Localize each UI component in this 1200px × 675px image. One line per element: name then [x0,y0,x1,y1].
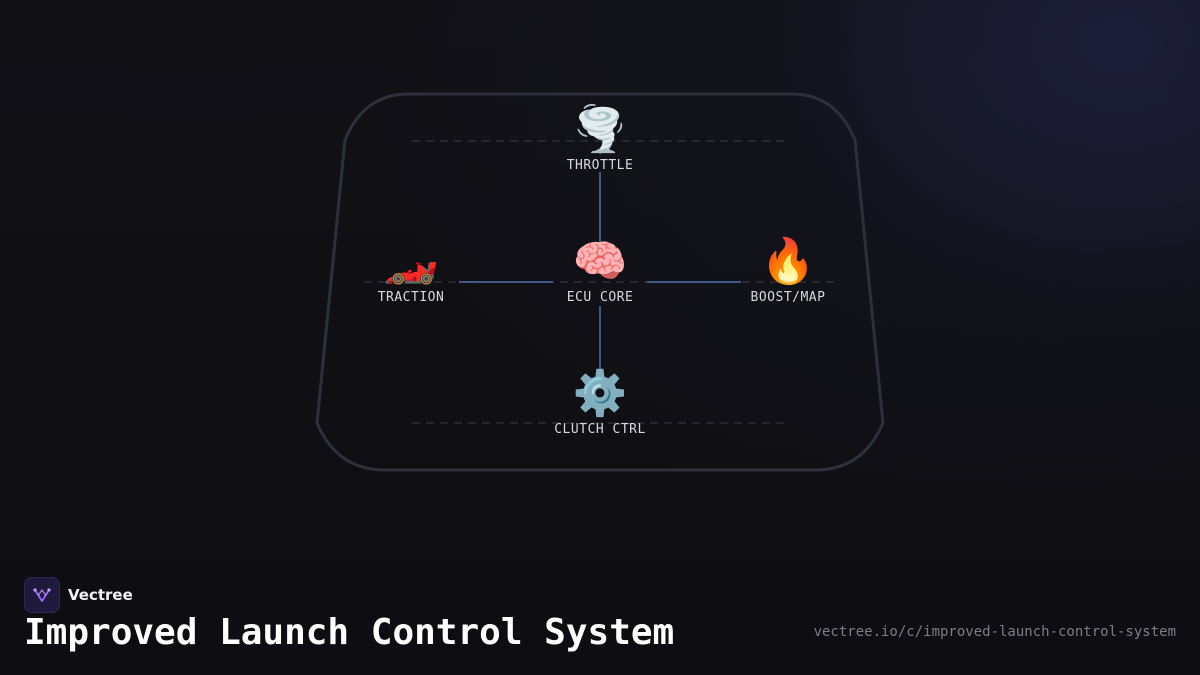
vectree-logo-icon [24,577,60,613]
node-label-throttle: THROTTLE [566,158,634,173]
node-throttle: 🌪️ THROTTLE [530,104,670,173]
brand-name: Vectree [68,586,133,604]
brand[interactable]: Vectree [24,577,133,613]
board-outline [315,92,885,472]
node-label-traction: TRACTION [377,290,445,305]
node-boost-map: 🔥 BOOST/MAP [718,236,858,305]
page-url[interactable]: vectree.io/c/improved-launch-control-sys… [813,624,1176,640]
page-title: Improved Launch Control System [24,612,675,653]
gear-icon: ⚙️ [572,368,628,419]
tornado-icon: 🌪️ [572,104,628,155]
node-clutch-ctrl: ⚙️ CLUTCH CTRL [530,368,670,437]
node-ecu-core: 🧠 ECU CORE [530,236,670,305]
node-label-clutch-ctrl: CLUTCH CTRL [554,422,646,437]
node-label-ecu-core: ECU CORE [566,290,634,305]
race-car-icon: 🏎️ [383,236,439,287]
fire-icon: 🔥 [760,236,816,287]
node-traction: 🏎️ TRACTION [341,236,481,305]
brain-icon: 🧠 [572,236,628,287]
node-label-boost-map: BOOST/MAP [750,290,826,305]
